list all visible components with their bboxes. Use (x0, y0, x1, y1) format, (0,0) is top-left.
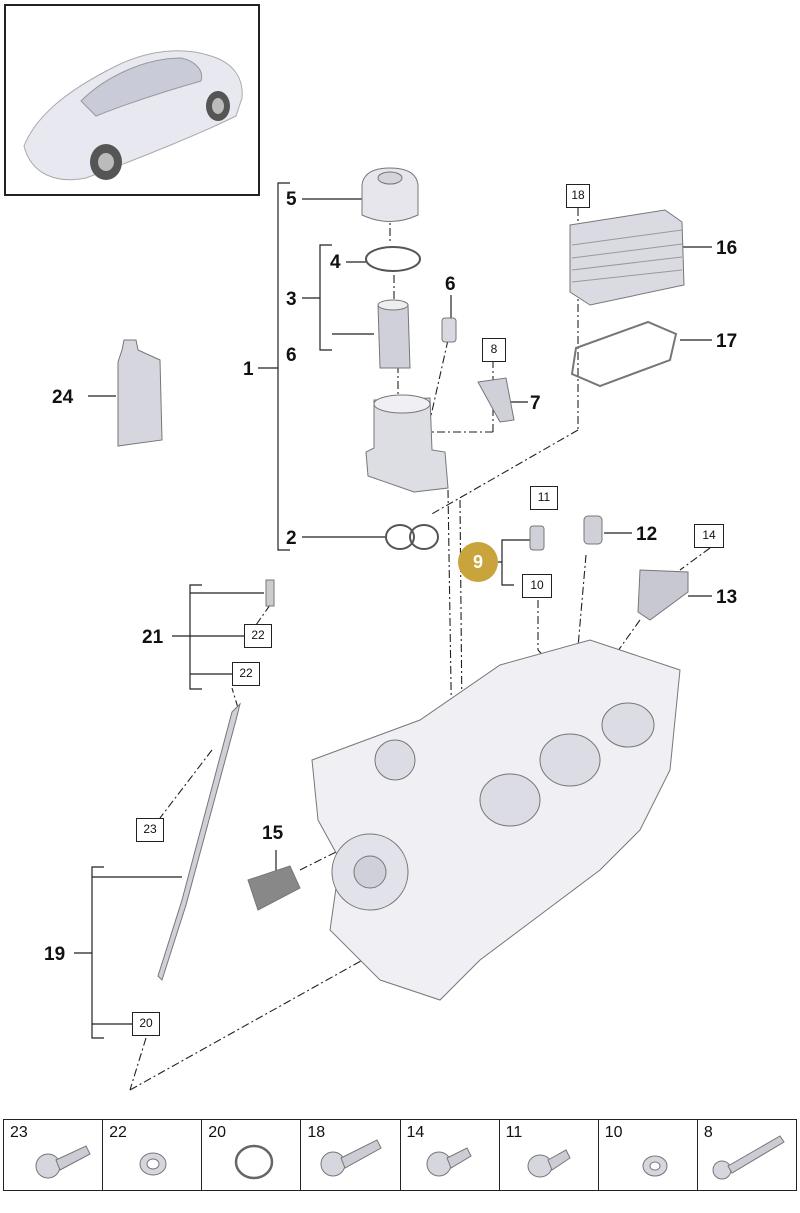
part-number: 10 (604, 1124, 623, 1141)
callout-7[interactable]: 7 (530, 393, 541, 414)
callout-9-highlighted[interactable]: 9 (458, 542, 498, 582)
o-ring-icon (235, 1144, 274, 1180)
callout-19[interactable]: 19 (44, 944, 66, 965)
callout-24[interactable]: 24 (52, 387, 74, 408)
small-parts-strip: 23 22 20 18 14 (3, 1119, 797, 1191)
seal-ring-icon (139, 1152, 167, 1176)
callout-box-22-lower[interactable]: 22 (232, 662, 260, 686)
bolt-icon (527, 1149, 571, 1178)
parts-cell[interactable]: 22 (103, 1120, 203, 1190)
parts-cell[interactable]: 14 (401, 1120, 500, 1190)
part-number: 14 (406, 1124, 425, 1141)
part-number: 23 (10, 1124, 28, 1141)
vehicle-thumbnail (4, 4, 260, 196)
parts-cell[interactable]: 20 (202, 1120, 302, 1190)
callout-box-18[interactable]: 18 (566, 184, 590, 208)
callout-21[interactable]: 21 (142, 627, 164, 648)
bolt-icon (426, 1147, 472, 1177)
callout-box-14[interactable]: 14 (694, 524, 724, 548)
bolt-icon (320, 1139, 383, 1177)
callout-2[interactable]: 2 (286, 528, 297, 549)
callout-box-10[interactable]: 10 (522, 574, 552, 598)
part-number: 8 (703, 1124, 713, 1141)
callout-box-20[interactable]: 20 (132, 1012, 160, 1036)
callout-12[interactable]: 12 (636, 524, 658, 545)
callout-box-8[interactable]: 8 (482, 338, 506, 362)
callout-6[interactable]: 6 (286, 345, 297, 366)
callout-box-11[interactable]: 11 (530, 486, 558, 510)
parts-cell[interactable]: 23 (4, 1120, 104, 1190)
callout-box-23[interactable]: 23 (136, 818, 164, 842)
part-number: 22 (109, 1124, 127, 1141)
bolt-icon (35, 1145, 91, 1179)
callout-5[interactable]: 5 (286, 189, 297, 210)
callout-17[interactable]: 17 (716, 331, 738, 352)
parts-cell[interactable]: 11 (500, 1120, 599, 1190)
callout-13[interactable]: 13 (716, 587, 738, 608)
seal-ring-icon (642, 1155, 668, 1177)
callout-3[interactable]: 3 (286, 289, 297, 310)
long-bolt-icon (712, 1135, 785, 1180)
car-icon (23, 50, 243, 181)
parts-cell[interactable]: 18 (301, 1120, 401, 1190)
callout-4[interactable]: 4 (330, 252, 341, 273)
part-number: 18 (307, 1124, 326, 1141)
callout-15[interactable]: 15 (262, 823, 284, 844)
part-number: 20 (208, 1124, 227, 1141)
callout-box-22-upper[interactable]: 22 (244, 624, 272, 648)
parts-cell[interactable]: 8 (698, 1120, 796, 1190)
parts-cell[interactable]: 10 (599, 1120, 698, 1190)
callout-6-sensor[interactable]: 6 (445, 274, 456, 295)
part-number: 11 (505, 1124, 523, 1141)
callout-1[interactable]: 1 (243, 359, 254, 380)
callout-16[interactable]: 16 (716, 238, 738, 259)
